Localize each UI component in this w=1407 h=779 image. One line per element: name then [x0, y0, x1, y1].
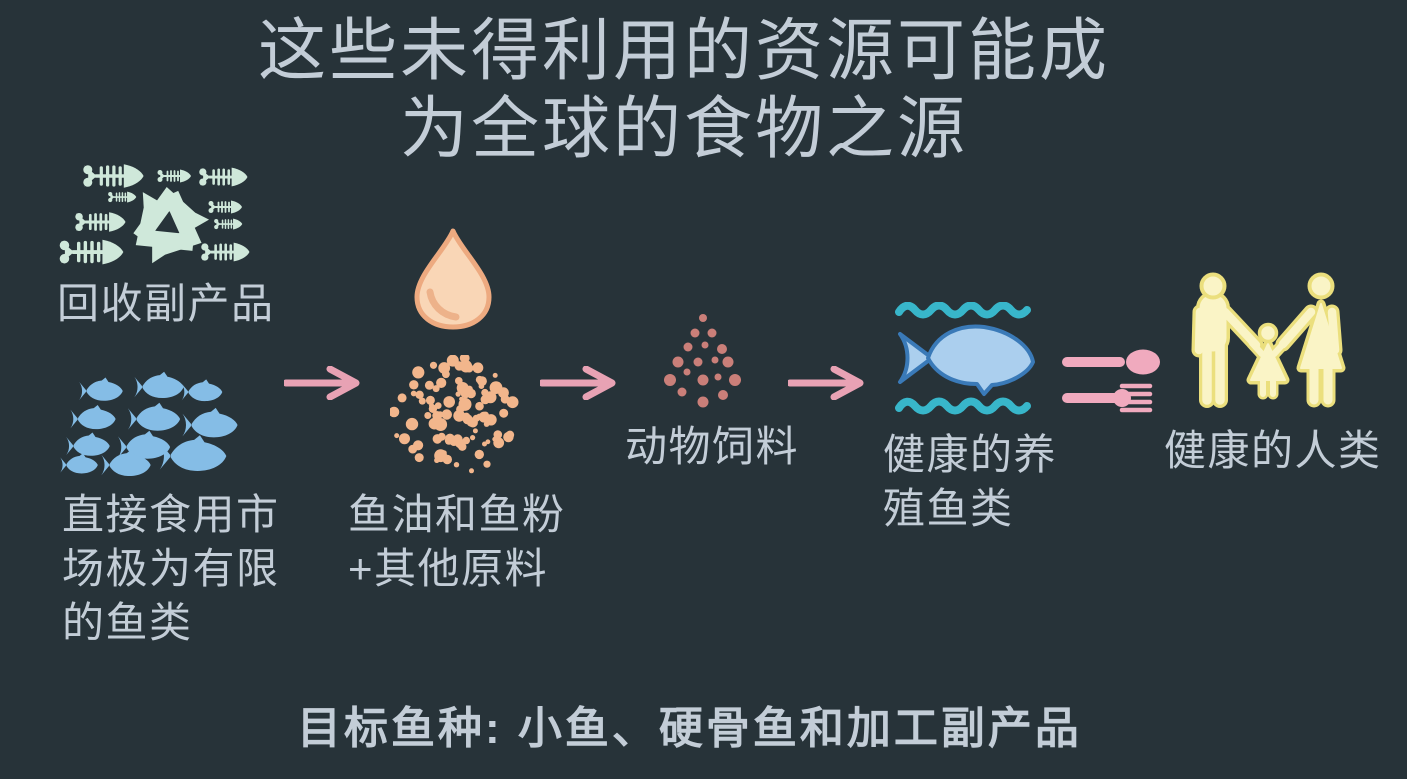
footer-target-species: 目标鱼种: 小鱼、硬骨鱼和加工副产品 [297, 704, 1082, 753]
flow-arrow-icon [788, 366, 864, 400]
family-icon [1191, 272, 1346, 408]
oil-meal-label-line-1: 鱼油和鱼粉 [348, 491, 566, 538]
woman-head [1307, 272, 1335, 300]
farmed-fish-label-line-2: 殖鱼类 [883, 485, 1014, 532]
oil-meal-label-line-2: +其他原料 [348, 545, 549, 592]
limited-fish-label-line-3: 的鱼类 [62, 599, 193, 646]
page-title: 这些未得利用的资源可能成 为全球的食物之源 [0, 12, 1368, 168]
title-line-1: 这些未得利用的资源可能成 [257, 13, 1110, 89]
child-head [1257, 322, 1279, 344]
big-fish-icon [898, 324, 1035, 396]
humans-label: 健康的人类 [1164, 427, 1382, 474]
title-line-2: 为全球的食物之源 [399, 91, 968, 167]
spoon-fork-icon [1062, 349, 1160, 413]
man-head [1199, 272, 1227, 300]
limited-fish-label-line-2: 场极为有限 [62, 545, 280, 592]
fish-school-icon [60, 371, 238, 477]
farmed-fish-label-line-1: 健康的养 [883, 431, 1058, 478]
flow-arrow-icon [284, 366, 360, 400]
farmed-fish-label: 健康的养 殖鱼类 [883, 428, 1057, 536]
fishmeal-dots-icon [390, 355, 519, 474]
spoon-icon [1062, 349, 1160, 375]
farmed-fish-waves-icon [893, 302, 1035, 416]
fish-bones-recycle-icon [57, 162, 251, 288]
wave-icon [899, 402, 1027, 411]
limited-fish-label: 直接食用市 场极为有限 的鱼类 [62, 488, 280, 650]
flow-arrow-icon [540, 366, 616, 400]
fork-icon [1062, 383, 1153, 413]
feed-label: 动物饲料 [625, 423, 800, 470]
oil-drop-icon [414, 228, 492, 330]
byproducts-label: 回收副产品 [57, 280, 275, 327]
limited-fish-label-line-1: 直接食用市 [62, 491, 280, 538]
wave-icon [899, 306, 1027, 315]
feed-pellets-icon [664, 314, 741, 408]
oil-meal-label: 鱼油和鱼粉 +其他原料 [348, 488, 566, 596]
recycle-icon [125, 183, 209, 274]
